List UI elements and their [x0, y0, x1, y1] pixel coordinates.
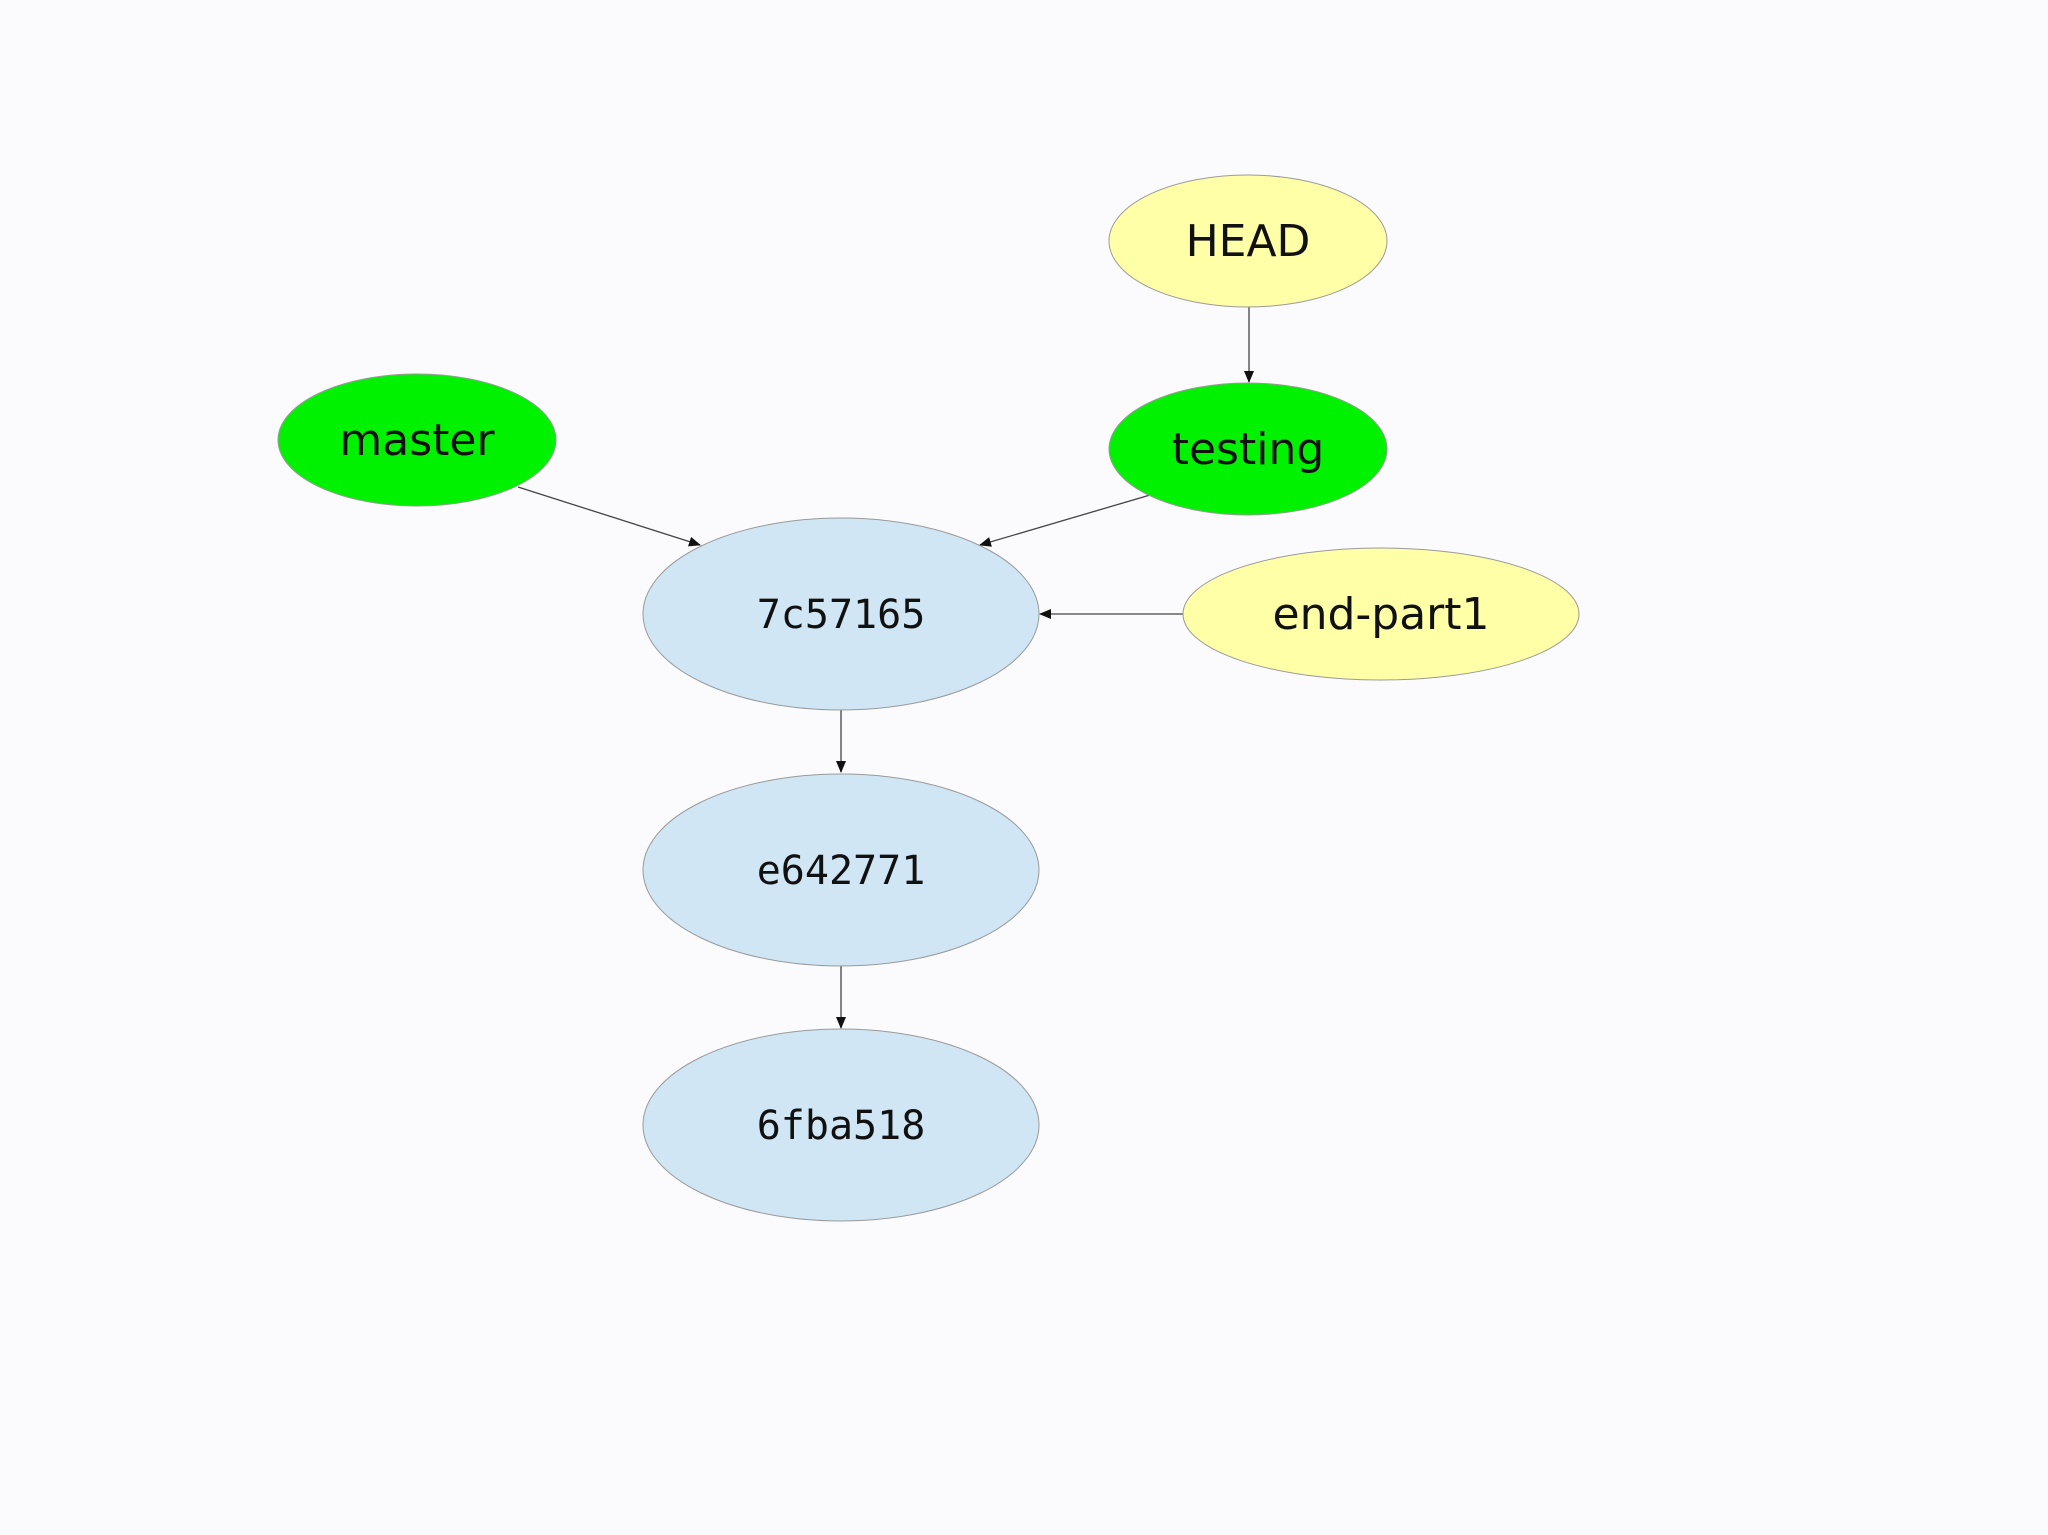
- node-head[interactable]: HEAD: [1108, 174, 1388, 308]
- commit-7c57165-ellipse: [642, 517, 1040, 711]
- edges: [517, 307, 1254, 1029]
- master-label: master: [339, 415, 495, 466]
- edge-testing-to-7c57165: [979, 494, 1151, 547]
- node-branch-master[interactable]: master: [277, 373, 557, 507]
- edge-master-to-7c57165: [517, 486, 701, 547]
- end-part1-label: end-part1: [1273, 589, 1490, 640]
- end-part1-ellipse: [1182, 547, 1580, 681]
- testing-ellipse: [1108, 382, 1388, 516]
- head-ellipse: [1108, 174, 1388, 308]
- head-label: HEAD: [1186, 216, 1311, 267]
- commit-e642771-ellipse: [642, 773, 1040, 967]
- node-end-part1[interactable]: end-part1: [1182, 547, 1580, 681]
- node-commit-6fba518[interactable]: 6fba518: [642, 1028, 1040, 1222]
- commit-6fba518-label: 6fba518: [757, 1103, 926, 1149]
- commit-7c57165-label: 7c57165: [757, 592, 926, 638]
- master-ellipse: [277, 373, 557, 507]
- node-commit-e642771[interactable]: e642771: [642, 773, 1040, 967]
- commit-e642771-label: e642771: [757, 848, 926, 894]
- testing-label: testing: [1172, 424, 1325, 475]
- node-branch-testing[interactable]: testing: [1108, 382, 1388, 516]
- node-commit-7c57165[interactable]: 7c57165: [642, 517, 1040, 711]
- commit-6fba518-ellipse: [642, 1028, 1040, 1222]
